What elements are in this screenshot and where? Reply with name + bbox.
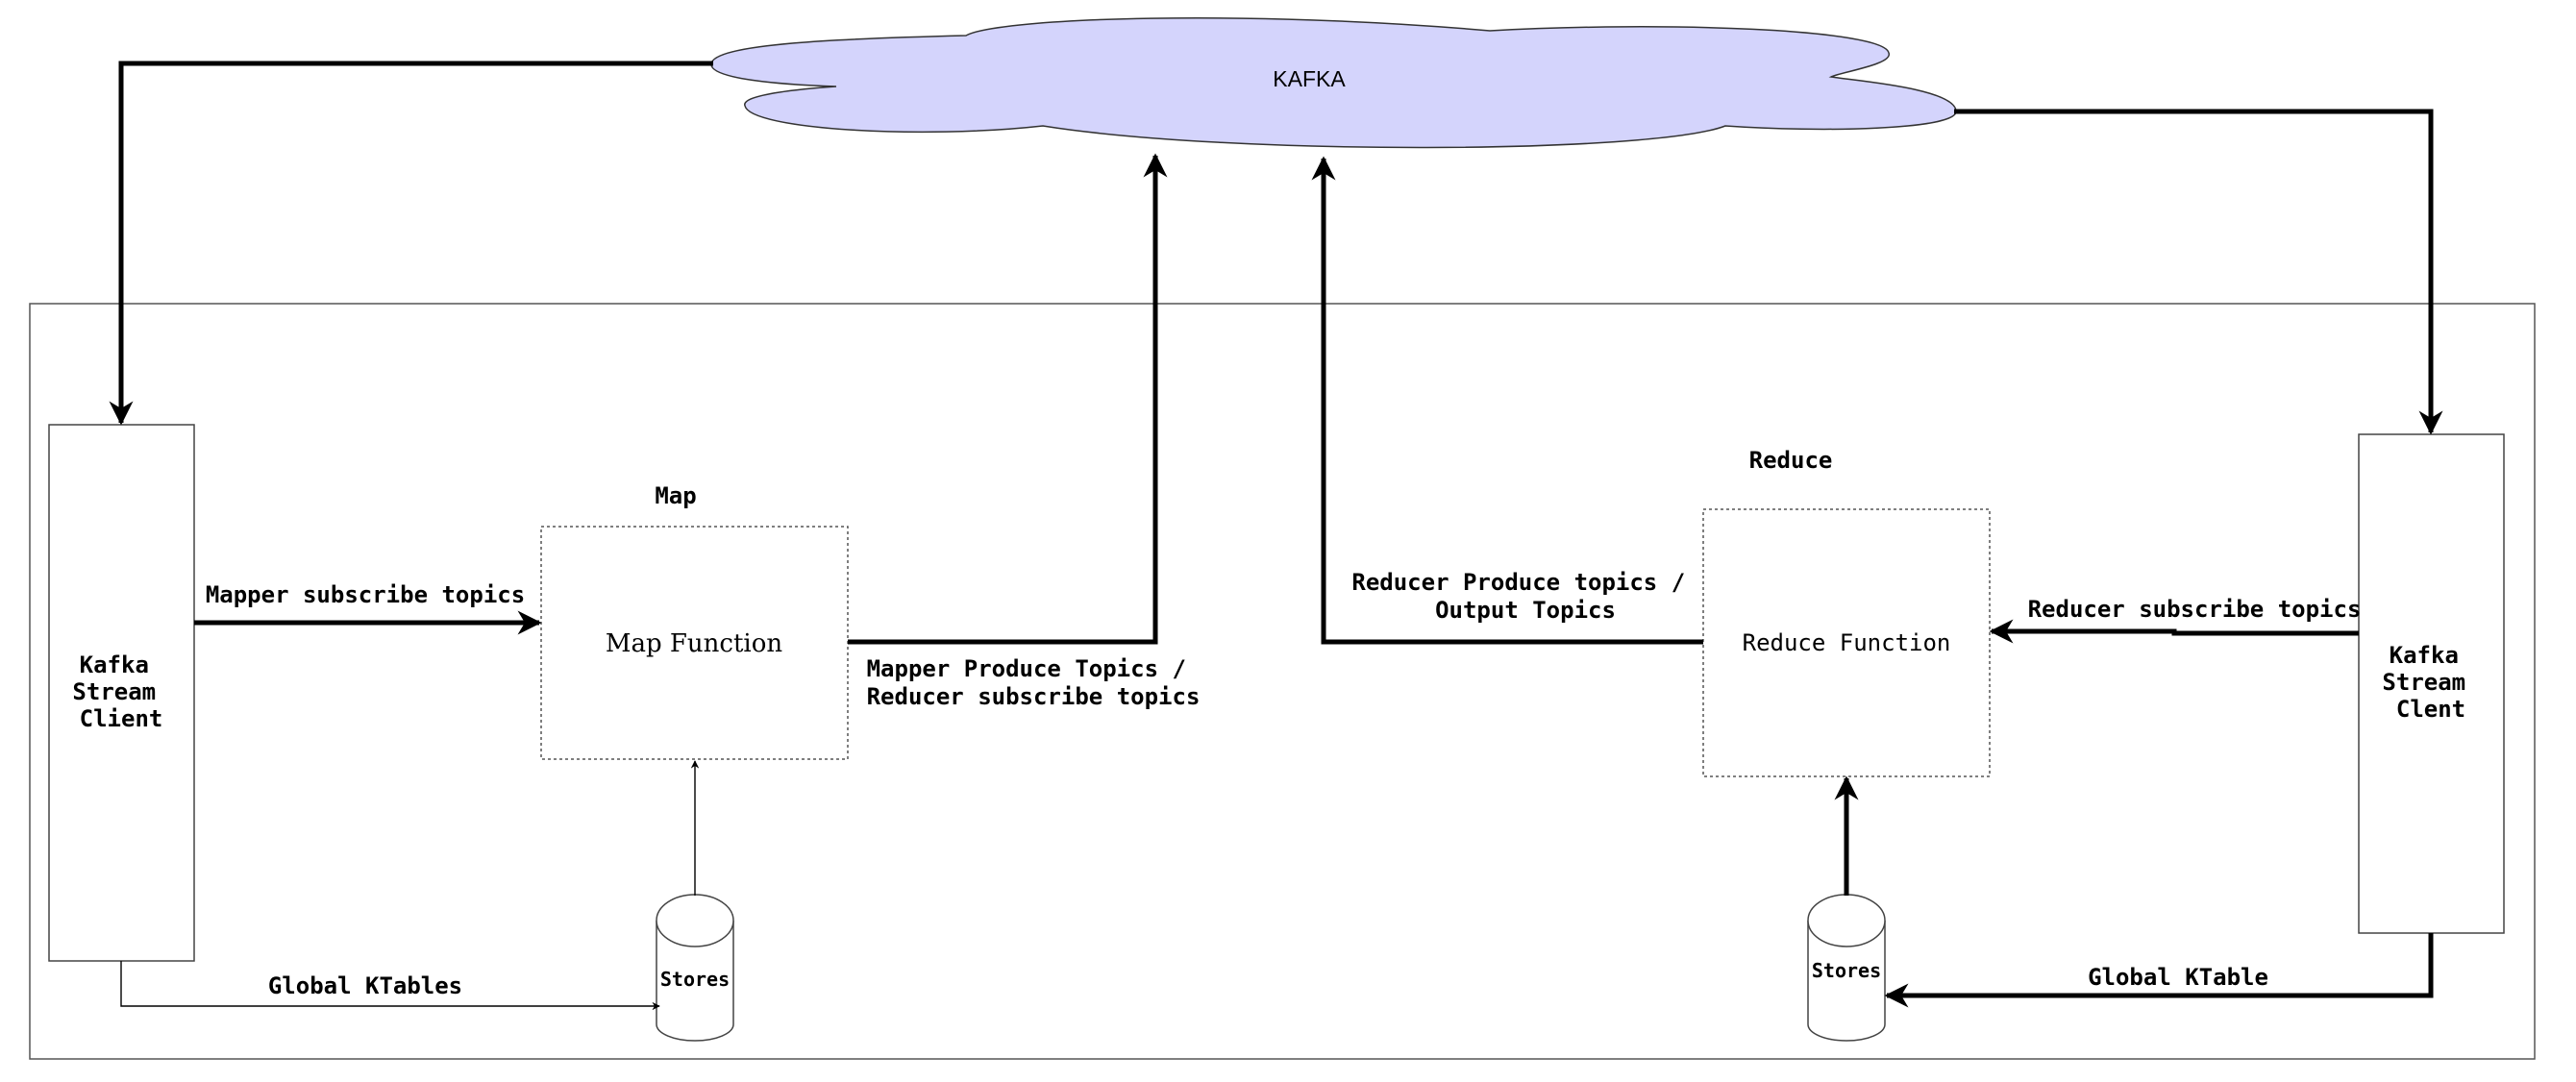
global-ktables-arrow (120, 961, 660, 1011)
reduce-function-node: Reduce Function (1702, 508, 1991, 777)
reducer-produce-arrow (1311, 156, 1703, 645)
right-client-line-1: Kafka (2390, 642, 2459, 669)
reducer-produce-label: Reducer Produce topics / Output Topics (1351, 569, 1698, 624)
reduce-stores-label: Stores (1812, 959, 1881, 982)
map-function-node: Map Function (540, 526, 849, 760)
kafka-cloud: KAFKA (710, 17, 1957, 149)
map-stores-top (656, 894, 734, 947)
reducer-produce-line-1: Reducer Produce topics / (1351, 569, 1685, 596)
map-stores-body (656, 921, 734, 1042)
left-client-line-1: Kafka (80, 652, 149, 678)
left-client-line-2: Stream (72, 678, 156, 705)
global-ktable-label: Global KTable (2088, 964, 2268, 991)
mapper-produce-line-2: Reducer subscribe topics (867, 683, 1201, 710)
right-client-line-3: Clent (2396, 696, 2465, 723)
reduce-function-label: Reduce Function (1743, 629, 1951, 656)
left-stream-client: Kafka Stream Client (48, 424, 195, 962)
map-stores-cylinder: Stores (656, 894, 734, 1042)
right-client-label: Kafka Stream Clent (2382, 642, 2479, 723)
map-function-box (540, 526, 849, 760)
right-client-line-2: Stream (2382, 669, 2465, 696)
map-function-label: Map Function (606, 629, 783, 658)
mapper-subscribe-label: Mapper subscribe topics (206, 581, 525, 608)
kafka-label: KAFKA (1273, 66, 1346, 91)
reduce-title: Reduce (1749, 447, 1833, 474)
mapper-produce-label: Mapper Produce Topics / Reducer subscrib… (867, 655, 1201, 710)
reduce-stores-cylinder: Stores (1807, 894, 1886, 1042)
reduce-stores-top (1807, 894, 1886, 947)
left-client-line-3: Client (80, 705, 163, 732)
mapper-produce-line-1: Mapper Produce Topics / (867, 655, 1186, 682)
kafka-to-left-client-arrow (109, 61, 713, 426)
reducer-subscribe-label: Reducer subscribe topics (2028, 596, 2362, 623)
kafka-to-right-client-arrow (1954, 109, 2443, 435)
system-boundary (29, 303, 2536, 1060)
left-client-box (48, 424, 195, 962)
reducer-produce-line-2: Output Topics (1435, 597, 1616, 624)
map-title: Map (655, 482, 696, 509)
reducer-subscribe-arrow (1989, 619, 2359, 644)
map-stores-label: Stores (660, 968, 730, 991)
reduce-stores-body (1807, 921, 1886, 1042)
global-ktable-arrow (1884, 933, 2434, 1008)
right-stream-client: Kafka Stream Clent (2358, 433, 2505, 934)
left-client-label: Kafka Stream Client (72, 652, 169, 732)
global-ktables-label: Global KTables (268, 972, 462, 999)
mapper-produce-arrow (848, 153, 1168, 645)
reduce-function-box (1702, 508, 1991, 777)
